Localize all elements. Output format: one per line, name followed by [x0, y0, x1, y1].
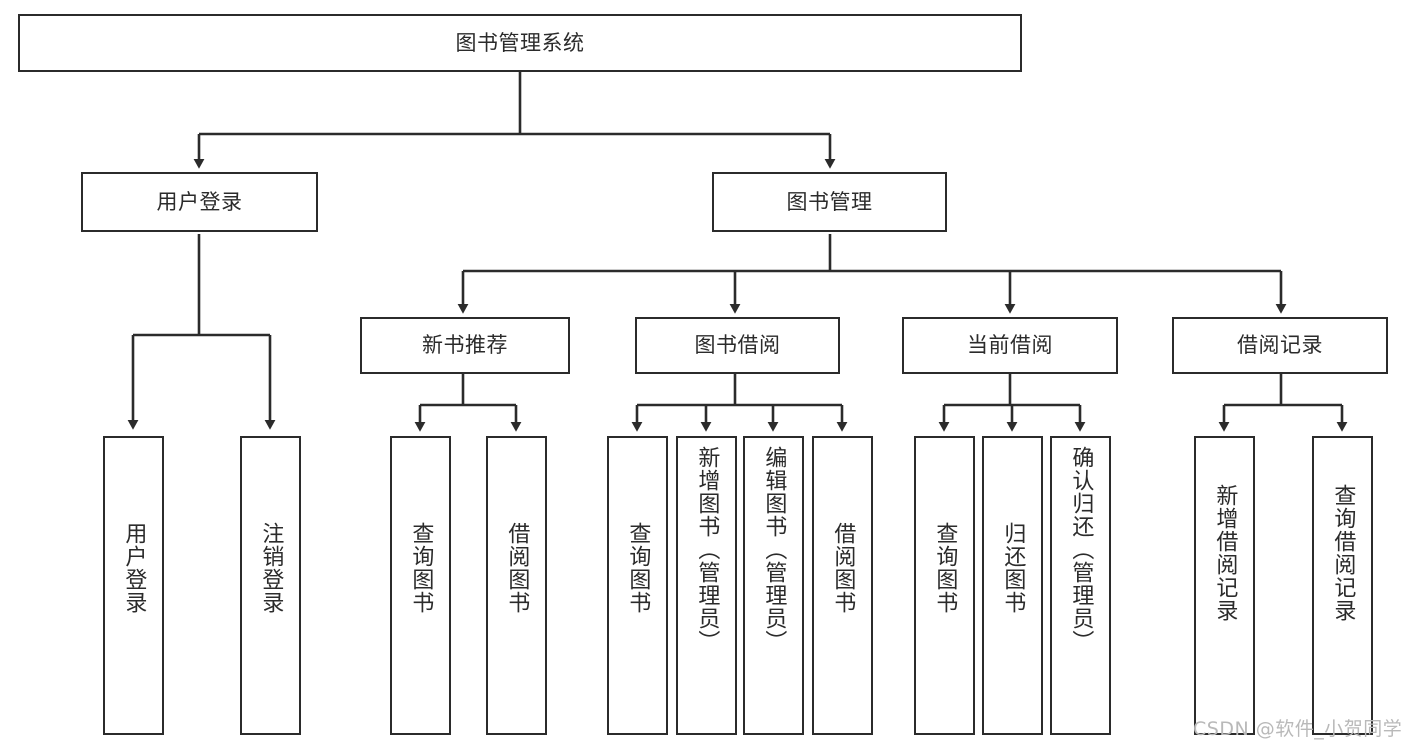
leaf-current-borrow-confirm-return-admin[interactable]: 确认归还（管理员） [1050, 436, 1111, 735]
node-label: 查询图书 [625, 522, 651, 614]
node-label: 借阅图书 [830, 522, 856, 614]
node-label: 用户登录 [121, 522, 147, 614]
node-label: 新增借阅记录 [1212, 484, 1238, 622]
leaf-user-login-signin[interactable]: 用户登录 [103, 436, 164, 735]
node-book-borrow[interactable]: 图书借阅 [635, 317, 840, 374]
node-label: 借阅记录 [1237, 333, 1323, 358]
leaf-new-book-borrow-book[interactable]: 借阅图书 [486, 436, 547, 735]
node-label: 确认归还（管理员） [1068, 446, 1094, 653]
node-label: 图书管理 [786, 189, 873, 214]
node-label: 用户登录 [156, 189, 243, 214]
leaf-borrow-record-query-record[interactable]: 查询借阅记录 [1312, 436, 1373, 735]
leaf-current-borrow-query-book[interactable]: 查询图书 [914, 436, 975, 735]
node-label: 新增图书（管理员） [694, 446, 720, 653]
leaf-new-book-query-book[interactable]: 查询图书 [390, 436, 451, 735]
node-label: 查询借阅记录 [1330, 484, 1356, 622]
node-label: 注销登录 [258, 522, 284, 614]
leaf-user-login-signout[interactable]: 注销登录 [240, 436, 301, 735]
node-label: 查询图书 [408, 522, 434, 614]
leaf-borrow-record-add-record[interactable]: 新增借阅记录 [1194, 436, 1255, 735]
node-label: 当前借阅 [967, 333, 1053, 358]
node-user-login[interactable]: 用户登录 [81, 172, 318, 232]
node-label: 归还图书 [1000, 522, 1026, 614]
node-root-book-management-system[interactable]: 图书管理系统 [18, 14, 1022, 72]
node-label: 图书借阅 [694, 333, 781, 358]
node-label: 编辑图书（管理员） [761, 446, 787, 653]
leaf-book-borrow-borrow-book[interactable]: 借阅图书 [812, 436, 873, 735]
node-label: 图书管理系统 [455, 30, 585, 55]
leaf-book-borrow-query-book[interactable]: 查询图书 [607, 436, 668, 735]
node-current-borrow[interactable]: 当前借阅 [902, 317, 1118, 374]
csdn-watermark: CSDN @软件_小贺同学 [1193, 718, 1403, 740]
leaf-book-borrow-edit-book-admin[interactable]: 编辑图书（管理员） [743, 436, 804, 735]
node-book-management[interactable]: 图书管理 [712, 172, 947, 232]
leaf-book-borrow-add-book-admin[interactable]: 新增图书（管理员） [676, 436, 737, 735]
node-label: 查询图书 [932, 522, 958, 614]
node-label: 新书推荐 [422, 333, 508, 358]
node-borrow-record[interactable]: 借阅记录 [1172, 317, 1388, 374]
node-new-book-recommend[interactable]: 新书推荐 [360, 317, 570, 374]
node-label: 借阅图书 [504, 522, 530, 614]
leaf-current-borrow-return-book[interactable]: 归还图书 [982, 436, 1043, 735]
